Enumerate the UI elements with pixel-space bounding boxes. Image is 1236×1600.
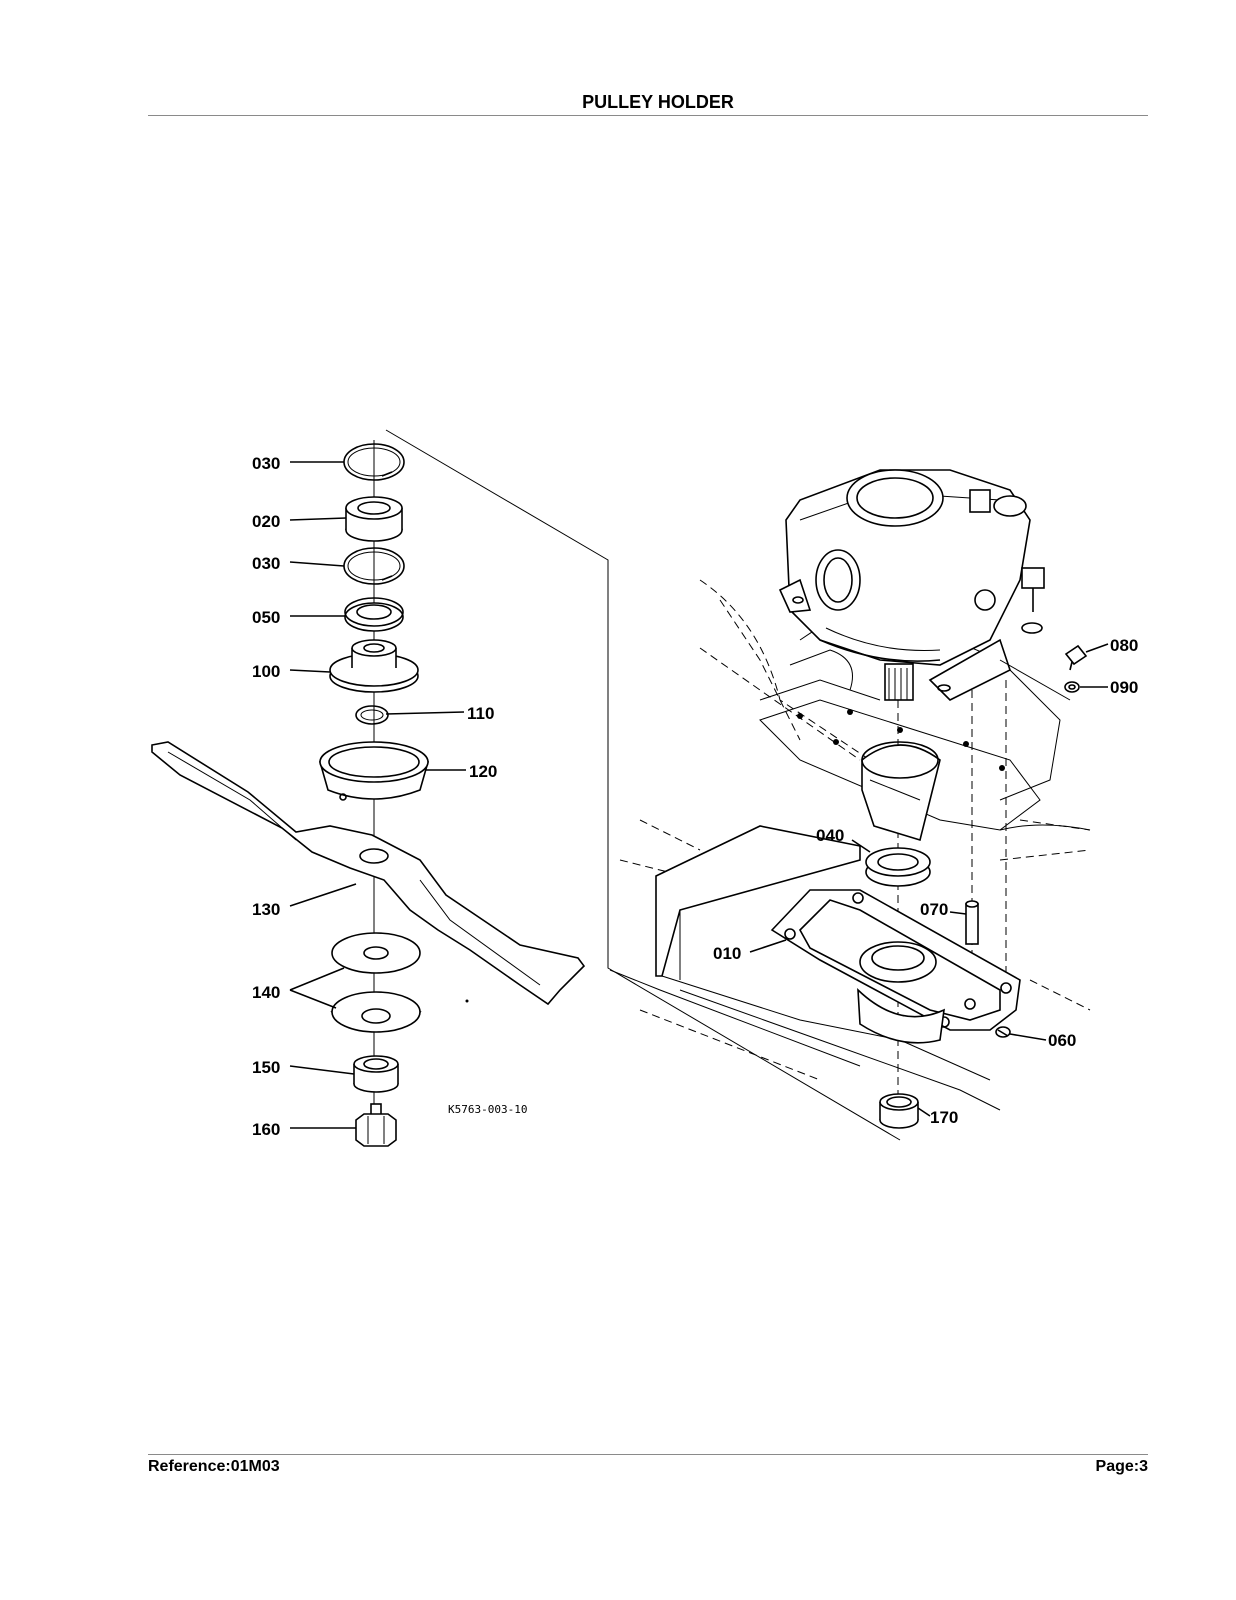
- part-010-holder-plate: [770, 889, 1021, 1044]
- page-title: PULLEY HOLDER: [582, 92, 734, 112]
- callout-090: 090: [1110, 678, 1138, 697]
- part-160-nut: [355, 1103, 397, 1147]
- callout-160: 160: [252, 1120, 280, 1139]
- footer-rule: [148, 1454, 1148, 1455]
- callout-110: 110: [467, 704, 494, 723]
- callout-050: 050: [252, 608, 280, 627]
- part-060-screw: [995, 1026, 1011, 1038]
- part-150-bushing: [353, 1055, 399, 1093]
- callout-080: 080: [1110, 636, 1138, 655]
- callout-150: 150: [252, 1058, 280, 1077]
- part-050-seal: [344, 597, 404, 632]
- callout-170: 170: [930, 1108, 958, 1127]
- callout-040: 040: [816, 826, 844, 845]
- part-120-cup: [318, 741, 430, 801]
- part-080-090-fittings: [1064, 644, 1088, 693]
- deck-assembly: [609, 469, 1091, 1129]
- shield-cover: [861, 741, 941, 842]
- callout-010: 010: [713, 944, 741, 963]
- gearbox-body: [778, 469, 1045, 701]
- page-number: Page:3: [1095, 1458, 1148, 1475]
- spindle-stack: [151, 440, 586, 1147]
- part-070-pin: [965, 900, 979, 945]
- callout-020: 020: [252, 512, 280, 531]
- callout-070: 070: [920, 900, 948, 919]
- drawing-code: K5763-003-10: [448, 1103, 527, 1116]
- speck-mark: [465, 999, 469, 1003]
- part-130-blade: [151, 741, 586, 1006]
- header-rule: [148, 115, 1148, 116]
- part-100-hub: [329, 639, 419, 693]
- callout-labels: 030 020 030 050 100 110 120 130 140 150 …: [252, 454, 1138, 1139]
- part-140-washers: [330, 932, 422, 1033]
- callout-060: 060: [1048, 1031, 1076, 1050]
- leader-lines: [289, 461, 1109, 1129]
- callout-100: 100: [252, 662, 280, 681]
- part-040-seal: [865, 847, 931, 887]
- callout-120: 120: [469, 762, 497, 781]
- reference-label: Reference:01M03: [148, 1458, 280, 1475]
- part-170-bushing: [879, 1093, 919, 1129]
- part-110-ring: [355, 705, 389, 725]
- part-020-bearing: [345, 496, 403, 542]
- callout-030-top: 030: [252, 454, 280, 473]
- frame-panel: [609, 825, 1001, 1111]
- callout-140: 140: [252, 983, 280, 1002]
- callout-030-lower: 030: [252, 554, 280, 573]
- callout-130: 130: [252, 900, 280, 919]
